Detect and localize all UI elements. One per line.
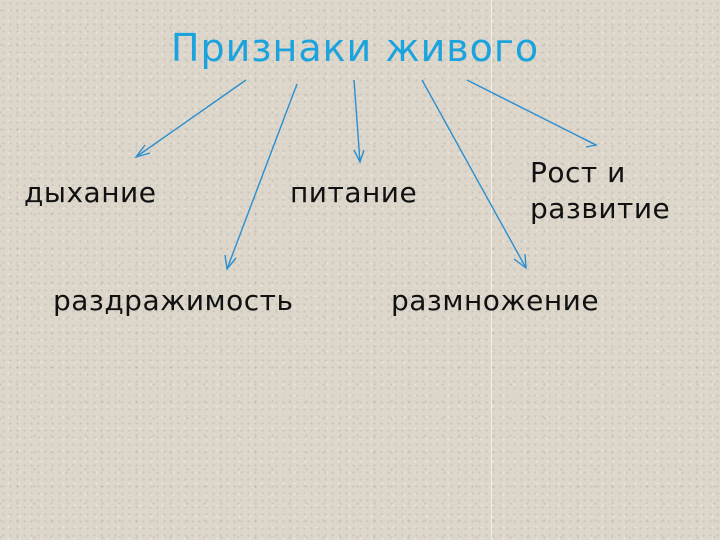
arrow-to-breathing — [134, 79, 247, 159]
node-nutrition: питание — [290, 176, 418, 209]
node-reproduction: размножение — [391, 284, 600, 317]
arrow-to-growth — [466, 79, 599, 148]
arrow-to-nutrition — [353, 79, 365, 164]
arrow-to-irritability — [224, 83, 298, 271]
node-growth-line1: Рост и — [530, 156, 626, 189]
diagram-title: Признаки живого — [170, 26, 540, 70]
node-irritability: раздражимость — [53, 284, 294, 317]
node-growth-line2: развитие — [530, 192, 671, 225]
vertical-divider-line — [491, 0, 492, 540]
node-breathing: дыхание — [24, 176, 157, 209]
arrow-to-reproduction — [421, 79, 527, 270]
